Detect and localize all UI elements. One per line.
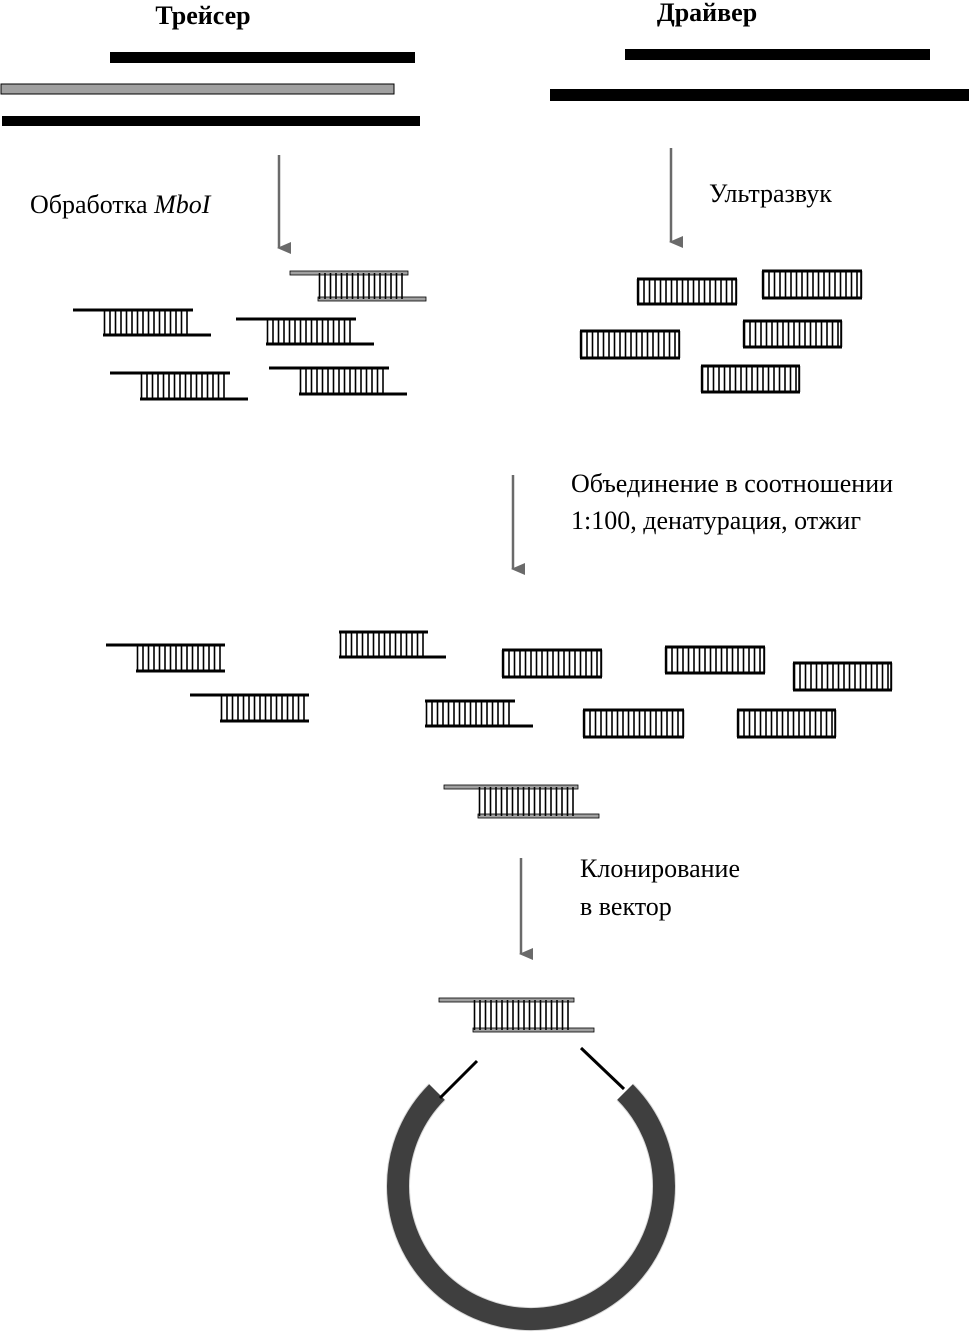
driver-fragment [636, 277, 738, 306]
driver-duplex [664, 645, 766, 675]
combine-label-line2: 1:100, денатурация, отжиг [571, 506, 861, 535]
tracer-sticky-fragments [73, 270, 427, 401]
hybrid-driver-tracer [425, 699, 533, 728]
hybrid-driver-tracer [339, 630, 446, 659]
driver-fragment [742, 319, 843, 349]
combine-label-line1: Объединение в соотношении [571, 469, 893, 498]
insert-fragment [438, 997, 595, 1033]
hybrid-tracer-driver [106, 643, 225, 673]
cloning-label-line2: в вектор [580, 892, 672, 921]
driver-duplex [582, 708, 685, 739]
tracer-dna-strands [0, 52, 420, 126]
cloning-label-line1: Клонирование [580, 854, 740, 883]
driver-title: Драйвер [657, 0, 757, 27]
driver-fragment [700, 364, 801, 394]
driver-dna-strands [550, 49, 969, 101]
driver-duplex [792, 661, 893, 692]
mboi-label: Обработка MboI [30, 190, 212, 219]
tracer-fragment [269, 366, 407, 396]
tracer-tracer-hybrid [443, 784, 600, 819]
ultrasound-label: Ультразвук [709, 179, 832, 208]
tracer-fragment [236, 317, 374, 346]
driver-fragment [579, 329, 681, 360]
driver-duplex [736, 708, 837, 739]
driver-fragment [761, 269, 863, 300]
tracer-tracer-insert [438, 997, 595, 1033]
tracer-fragment [110, 371, 248, 401]
tracer-title: Трейсер [155, 1, 250, 30]
driver-duplex [501, 648, 603, 679]
driver-blunt-fragments [579, 269, 863, 394]
hybrid-tracer-driver [190, 693, 309, 723]
cloning-vector [386, 1046, 676, 1332]
tracer-fragment-gray [289, 270, 427, 302]
hybridization-mixture [106, 630, 893, 819]
tracer-fragment [73, 308, 211, 337]
